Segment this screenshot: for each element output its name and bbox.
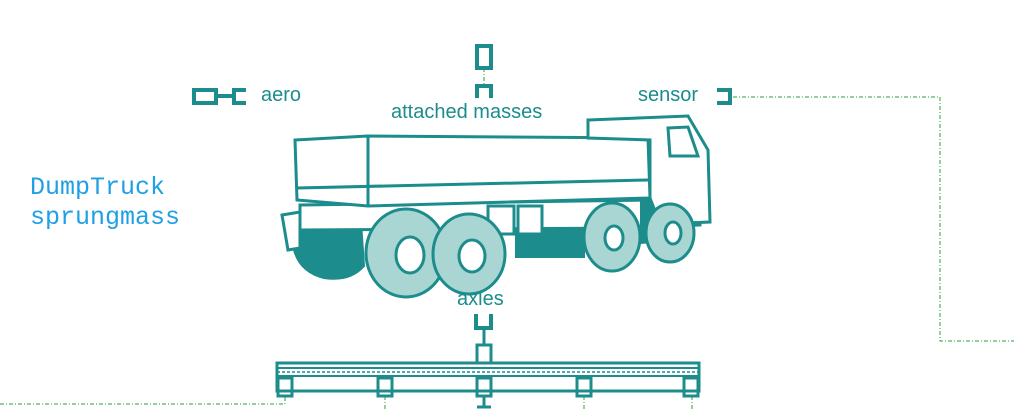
connection-lines bbox=[0, 68, 1014, 409]
axle-connector-5[interactable] bbox=[682, 376, 700, 398]
port-label-attached-masses: attached masses bbox=[391, 101, 543, 123]
axle-connector-top[interactable] bbox=[475, 343, 493, 365]
block-name-line2: sprungmass bbox=[30, 203, 181, 232]
wheel-front-2 bbox=[644, 202, 696, 264]
port-label-sensor: sensor bbox=[638, 84, 699, 106]
axles-port-icon[interactable] bbox=[474, 314, 493, 330]
connection-left[interactable] bbox=[0, 396, 286, 405]
port-label-aero: aero bbox=[261, 84, 302, 106]
aero-port-icon[interactable] bbox=[192, 88, 246, 105]
axle-connector-3[interactable] bbox=[475, 376, 493, 398]
wheel-front-1 bbox=[582, 201, 642, 273]
attached-masses-port-icon[interactable] bbox=[475, 44, 493, 98]
block-name-line1: DumpTruck bbox=[30, 173, 166, 202]
axle-connector-1[interactable] bbox=[276, 376, 294, 398]
connection-sensor[interactable] bbox=[733, 96, 1014, 342]
wheel-rear-1 bbox=[364, 207, 448, 299]
dump-truck-icon bbox=[280, 114, 712, 299]
sensor-port-icon[interactable] bbox=[717, 88, 732, 105]
axle-connector-4[interactable] bbox=[575, 376, 593, 398]
axle-bus bbox=[275, 328, 701, 409]
block-name: DumpTruck sprungmass bbox=[30, 173, 180, 233]
wheel-rear-2 bbox=[431, 212, 507, 296]
axle-connector-2[interactable] bbox=[376, 376, 394, 398]
